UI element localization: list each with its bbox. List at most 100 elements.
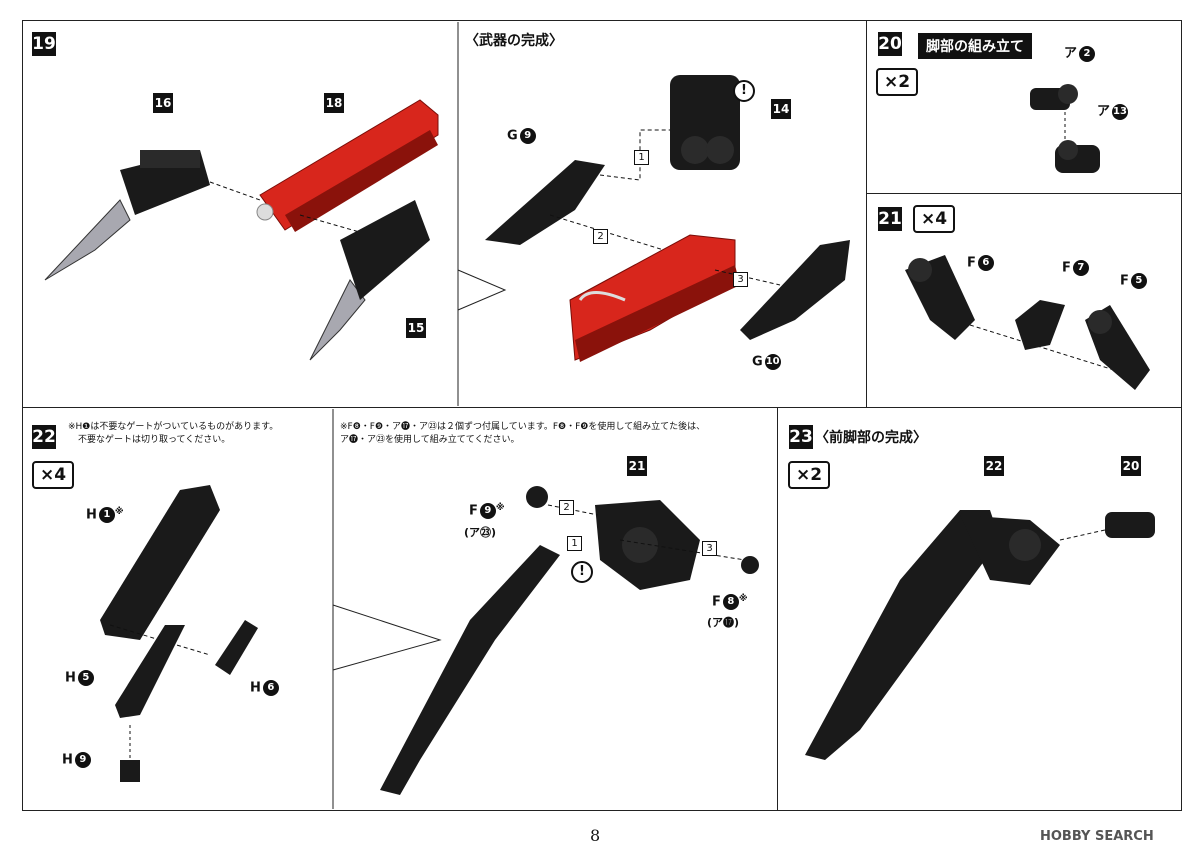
part-f7	[1015, 300, 1065, 350]
label-f5-letter: F	[1120, 273, 1129, 289]
watermark-logo: HOBBY SEARCH	[1040, 829, 1154, 844]
part-h6	[215, 620, 258, 675]
caution-icon: !	[733, 80, 755, 102]
middle-sub-step-2: 2	[559, 500, 574, 515]
part-label-18: 18	[324, 93, 344, 113]
sub-step-3: 3	[733, 272, 748, 287]
step-number-21: 21	[878, 207, 902, 231]
part-label-14: 14	[771, 99, 791, 119]
part-f5	[1085, 305, 1150, 390]
part-label-20: 20	[1121, 456, 1141, 476]
step-number-19: 19	[32, 32, 56, 56]
label-h6-letter: H	[250, 680, 261, 696]
part-16-blade	[44, 150, 210, 281]
label-h5-letter: H	[65, 670, 76, 686]
part-f9	[526, 486, 548, 508]
step-23-title: 〈前脚部の完成〉	[815, 430, 927, 446]
page-number: 8	[590, 826, 601, 845]
middle-note-line-2: ア⓱・ア㉓を使用して組み立ててください。	[340, 435, 520, 445]
label-f9-mark: ※	[495, 503, 505, 513]
label-h5-number: 5	[77, 670, 94, 686]
step-20-title: 脚部の組み立て	[918, 33, 1032, 59]
label-h9-number: 9	[74, 752, 91, 768]
label-a13-number: 13	[1112, 103, 1129, 120]
label-a2-number: 2	[1079, 45, 1096, 62]
label-f5-number: 5	[1130, 273, 1147, 289]
label-f7-letter: F	[1062, 260, 1071, 276]
label-f8-mark: ※	[738, 594, 748, 604]
step-number-23: 23	[789, 425, 813, 449]
label-f6-letter: F	[967, 255, 976, 271]
label-h1-number: 1	[98, 507, 115, 523]
middle-caution-icon: !	[571, 561, 593, 583]
part-label-16: 16	[153, 93, 173, 113]
part-a2	[1030, 84, 1078, 110]
part-h1	[100, 485, 220, 640]
leg-assembly-complete	[805, 510, 1060, 760]
label-f7-number: 7	[1072, 260, 1089, 276]
label-f9-alt: (ア㉓)	[464, 526, 497, 539]
panel-step-23	[777, 407, 1182, 811]
step-20-multiplier: ×2	[876, 68, 919, 96]
label-h6-number: 6	[262, 680, 279, 696]
label-a13-kana: ア	[1097, 104, 1111, 119]
label-h1-mark: ※	[114, 507, 124, 517]
part-14-hand	[670, 75, 740, 170]
weapon-red-body	[569, 234, 740, 362]
middle-note-line-1: ※F❽・F❾・ア⓱・ア㉓は２個ずつ付属しています。F❽・F❾を使用して組み立てた…	[340, 422, 706, 432]
part-label-21: 21	[627, 456, 647, 476]
label-h9-letter: H	[62, 752, 73, 768]
part-18-red-barrel	[256, 99, 439, 232]
part-label-15: 15	[406, 318, 426, 338]
label-f8-alt: (ア⓱)	[707, 616, 740, 629]
part-20-joint	[1105, 512, 1155, 538]
part-h9	[120, 760, 140, 782]
part-f6	[905, 255, 975, 340]
step-22-note-line-2: 不要なゲートは切り取ってください。	[78, 435, 231, 445]
label-f6-number: 6	[977, 255, 994, 271]
part-g10	[740, 240, 850, 340]
part-h5	[115, 625, 185, 718]
weapon-complete-title: 〈武器の完成〉	[465, 33, 563, 49]
label-g10-letter: G	[752, 354, 763, 370]
step-number-22: 22	[32, 425, 56, 449]
label-g9-number: 9	[519, 128, 536, 144]
label-g10-number: 10	[764, 354, 781, 370]
part-15-blade	[309, 200, 430, 361]
middle-sub-step-3: 3	[702, 541, 717, 556]
sub-step-2: 2	[593, 229, 608, 244]
step-22-multiplier: ×4	[32, 461, 75, 489]
label-f8-number: 8	[722, 594, 739, 610]
step-21-multiplier: ×4	[913, 205, 956, 233]
leg-assembly-22	[380, 500, 700, 795]
sub-step-1: 1	[634, 150, 649, 165]
step-22-note-line-1: ※H❶は不要なゲートがついているものがあります。	[68, 422, 279, 432]
middle-sub-step-1: 1	[567, 536, 582, 551]
label-f9-letter: F	[469, 503, 478, 519]
part-a13	[1055, 140, 1100, 173]
label-a2-kana: ア	[1064, 46, 1078, 61]
part-g9	[485, 160, 605, 245]
label-f9-number: 9	[479, 503, 496, 519]
step-23-multiplier: ×2	[788, 461, 831, 489]
step-number-20: 20	[878, 32, 902, 56]
label-g9-letter: G	[507, 128, 518, 144]
part-f8	[741, 556, 759, 574]
label-f8-letter: F	[712, 594, 721, 610]
part-label-22: 22	[984, 456, 1004, 476]
label-h1-letter: H	[86, 507, 97, 523]
